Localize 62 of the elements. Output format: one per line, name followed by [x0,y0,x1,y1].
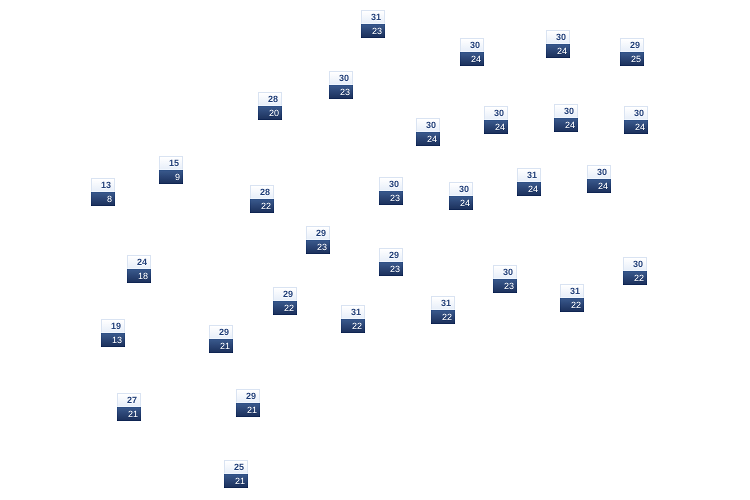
high-temperature: 29 [236,389,260,403]
high-temperature: 27 [117,393,141,407]
low-temperature: 22 [273,301,297,315]
low-temperature: 24 [517,182,541,196]
low-temperature: 21 [236,403,260,417]
high-temperature: 31 [431,296,455,310]
high-temperature: 24 [127,255,151,269]
low-temperature: 23 [379,191,403,205]
high-temperature: 25 [224,460,248,474]
low-temperature: 24 [554,118,578,132]
low-temperature: 24 [546,44,570,58]
high-temperature: 13 [91,178,115,192]
low-temperature: 18 [127,269,151,283]
high-temperature: 28 [250,185,274,199]
high-temperature: 29 [209,325,233,339]
low-temperature: 23 [329,85,353,99]
low-temperature: 21 [209,339,233,353]
low-temperature: 22 [560,298,584,312]
low-temperature: 24 [416,132,440,146]
high-temperature: 30 [449,182,473,196]
high-temperature: 19 [101,319,125,333]
high-temperature: 30 [554,104,578,118]
low-temperature: 8 [91,192,115,206]
low-temperature: 22 [431,310,455,324]
high-temperature: 30 [493,265,517,279]
low-temperature: 24 [460,52,484,66]
low-temperature: 23 [306,240,330,254]
low-temperature: 9 [159,170,183,184]
high-temperature: 30 [624,106,648,120]
high-temperature: 30 [587,165,611,179]
low-temperature: 22 [341,319,365,333]
low-temperature: 23 [361,24,385,38]
low-temperature: 24 [624,120,648,134]
low-temperature: 22 [623,271,647,285]
low-temperature: 20 [258,106,282,120]
low-temperature: 24 [484,120,508,134]
high-temperature: 29 [273,287,297,301]
high-temperature: 29 [620,38,644,52]
high-temperature: 30 [379,177,403,191]
high-temperature: 29 [379,248,403,262]
low-temperature: 24 [587,179,611,193]
high-temperature: 29 [306,226,330,240]
low-temperature: 25 [620,52,644,66]
low-temperature: 23 [493,279,517,293]
high-temperature: 31 [517,168,541,182]
low-temperature: 21 [224,474,248,488]
high-temperature: 30 [546,30,570,44]
high-temperature: 28 [258,92,282,106]
low-temperature: 22 [250,199,274,213]
high-temperature: 30 [416,118,440,132]
high-temperature: 30 [460,38,484,52]
low-temperature: 24 [449,196,473,210]
high-temperature: 31 [560,284,584,298]
low-temperature: 23 [379,262,403,276]
high-temperature: 30 [623,257,647,271]
high-temperature: 30 [329,71,353,85]
high-temperature: 15 [159,156,183,170]
high-temperature: 31 [341,305,365,319]
high-temperature: 31 [361,10,385,24]
high-temperature: 30 [484,106,508,120]
low-temperature: 13 [101,333,125,347]
low-temperature: 21 [117,407,141,421]
